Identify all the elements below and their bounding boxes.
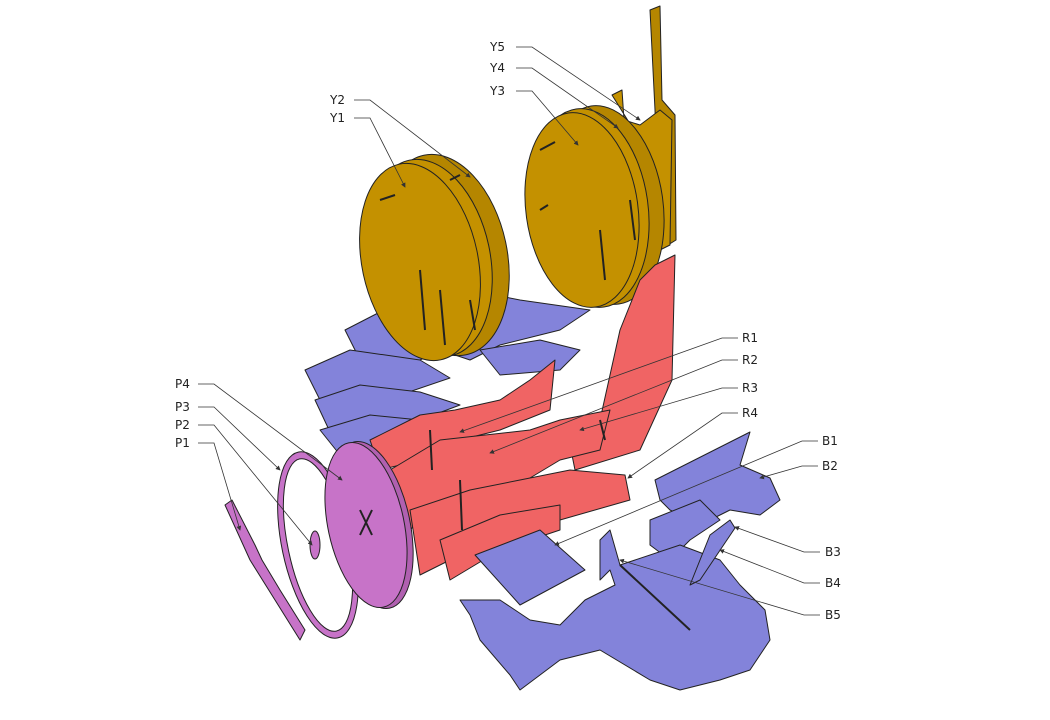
label-B3: B3 [734,526,841,559]
label-R1: R1 [459,331,758,433]
svg-text:R2: R2 [742,353,758,367]
svg-text:Y3: Y3 [489,84,505,98]
label-P4: P4 [175,377,343,481]
svg-text:R1: R1 [742,331,758,345]
label-B5: B5 [619,558,841,622]
label-R3: R3 [579,381,758,432]
pink-parts [224,440,414,641]
svg-text:R4: R4 [742,406,758,420]
svg-text:B4: B4 [825,576,841,590]
svg-text:Y5: Y5 [489,40,505,54]
svg-text:Y1: Y1 [329,111,345,125]
label-P2: P2 [175,418,313,546]
svg-text:B3: B3 [825,545,841,559]
label-R2: R2 [489,353,758,454]
label-P1: P1 [175,436,242,531]
svg-text:B2: B2 [822,459,838,473]
blue-parts-base [459,431,781,691]
part-Y3-Y4-Y5 [524,5,677,308]
label-Y1: Y1 [329,111,406,188]
label-Y4: Y4 [489,61,619,129]
svg-text:P2: P2 [175,418,190,432]
svg-text:P3: P3 [175,400,190,414]
svg-text:Y2: Y2 [329,93,345,107]
part-P4 [324,441,408,609]
part-P1 [224,499,306,641]
red-parts [369,254,676,581]
part-labels: Y5 Y4 Y3 Y2 Y1 P4 P3 P2 P1 R1 R2 R3 R4 B… [175,40,841,622]
label-P3: P3 [175,400,281,471]
svg-text:B5: B5 [825,608,841,622]
label-B4: B4 [719,549,841,590]
svg-text:R3: R3 [742,381,758,395]
svg-text:Y4: Y4 [489,61,505,75]
label-B2: B2 [759,459,838,480]
part-Y1-Y2 [359,153,510,362]
label-Y3: Y3 [489,84,579,146]
label-B1: B1 [554,434,838,546]
label-R4: R4 [627,406,758,479]
label-Y2: Y2 [329,93,471,178]
svg-text:P1: P1 [175,436,190,450]
svg-text:P4: P4 [175,377,190,391]
label-Y5: Y5 [489,40,641,121]
svg-text:B1: B1 [822,434,838,448]
